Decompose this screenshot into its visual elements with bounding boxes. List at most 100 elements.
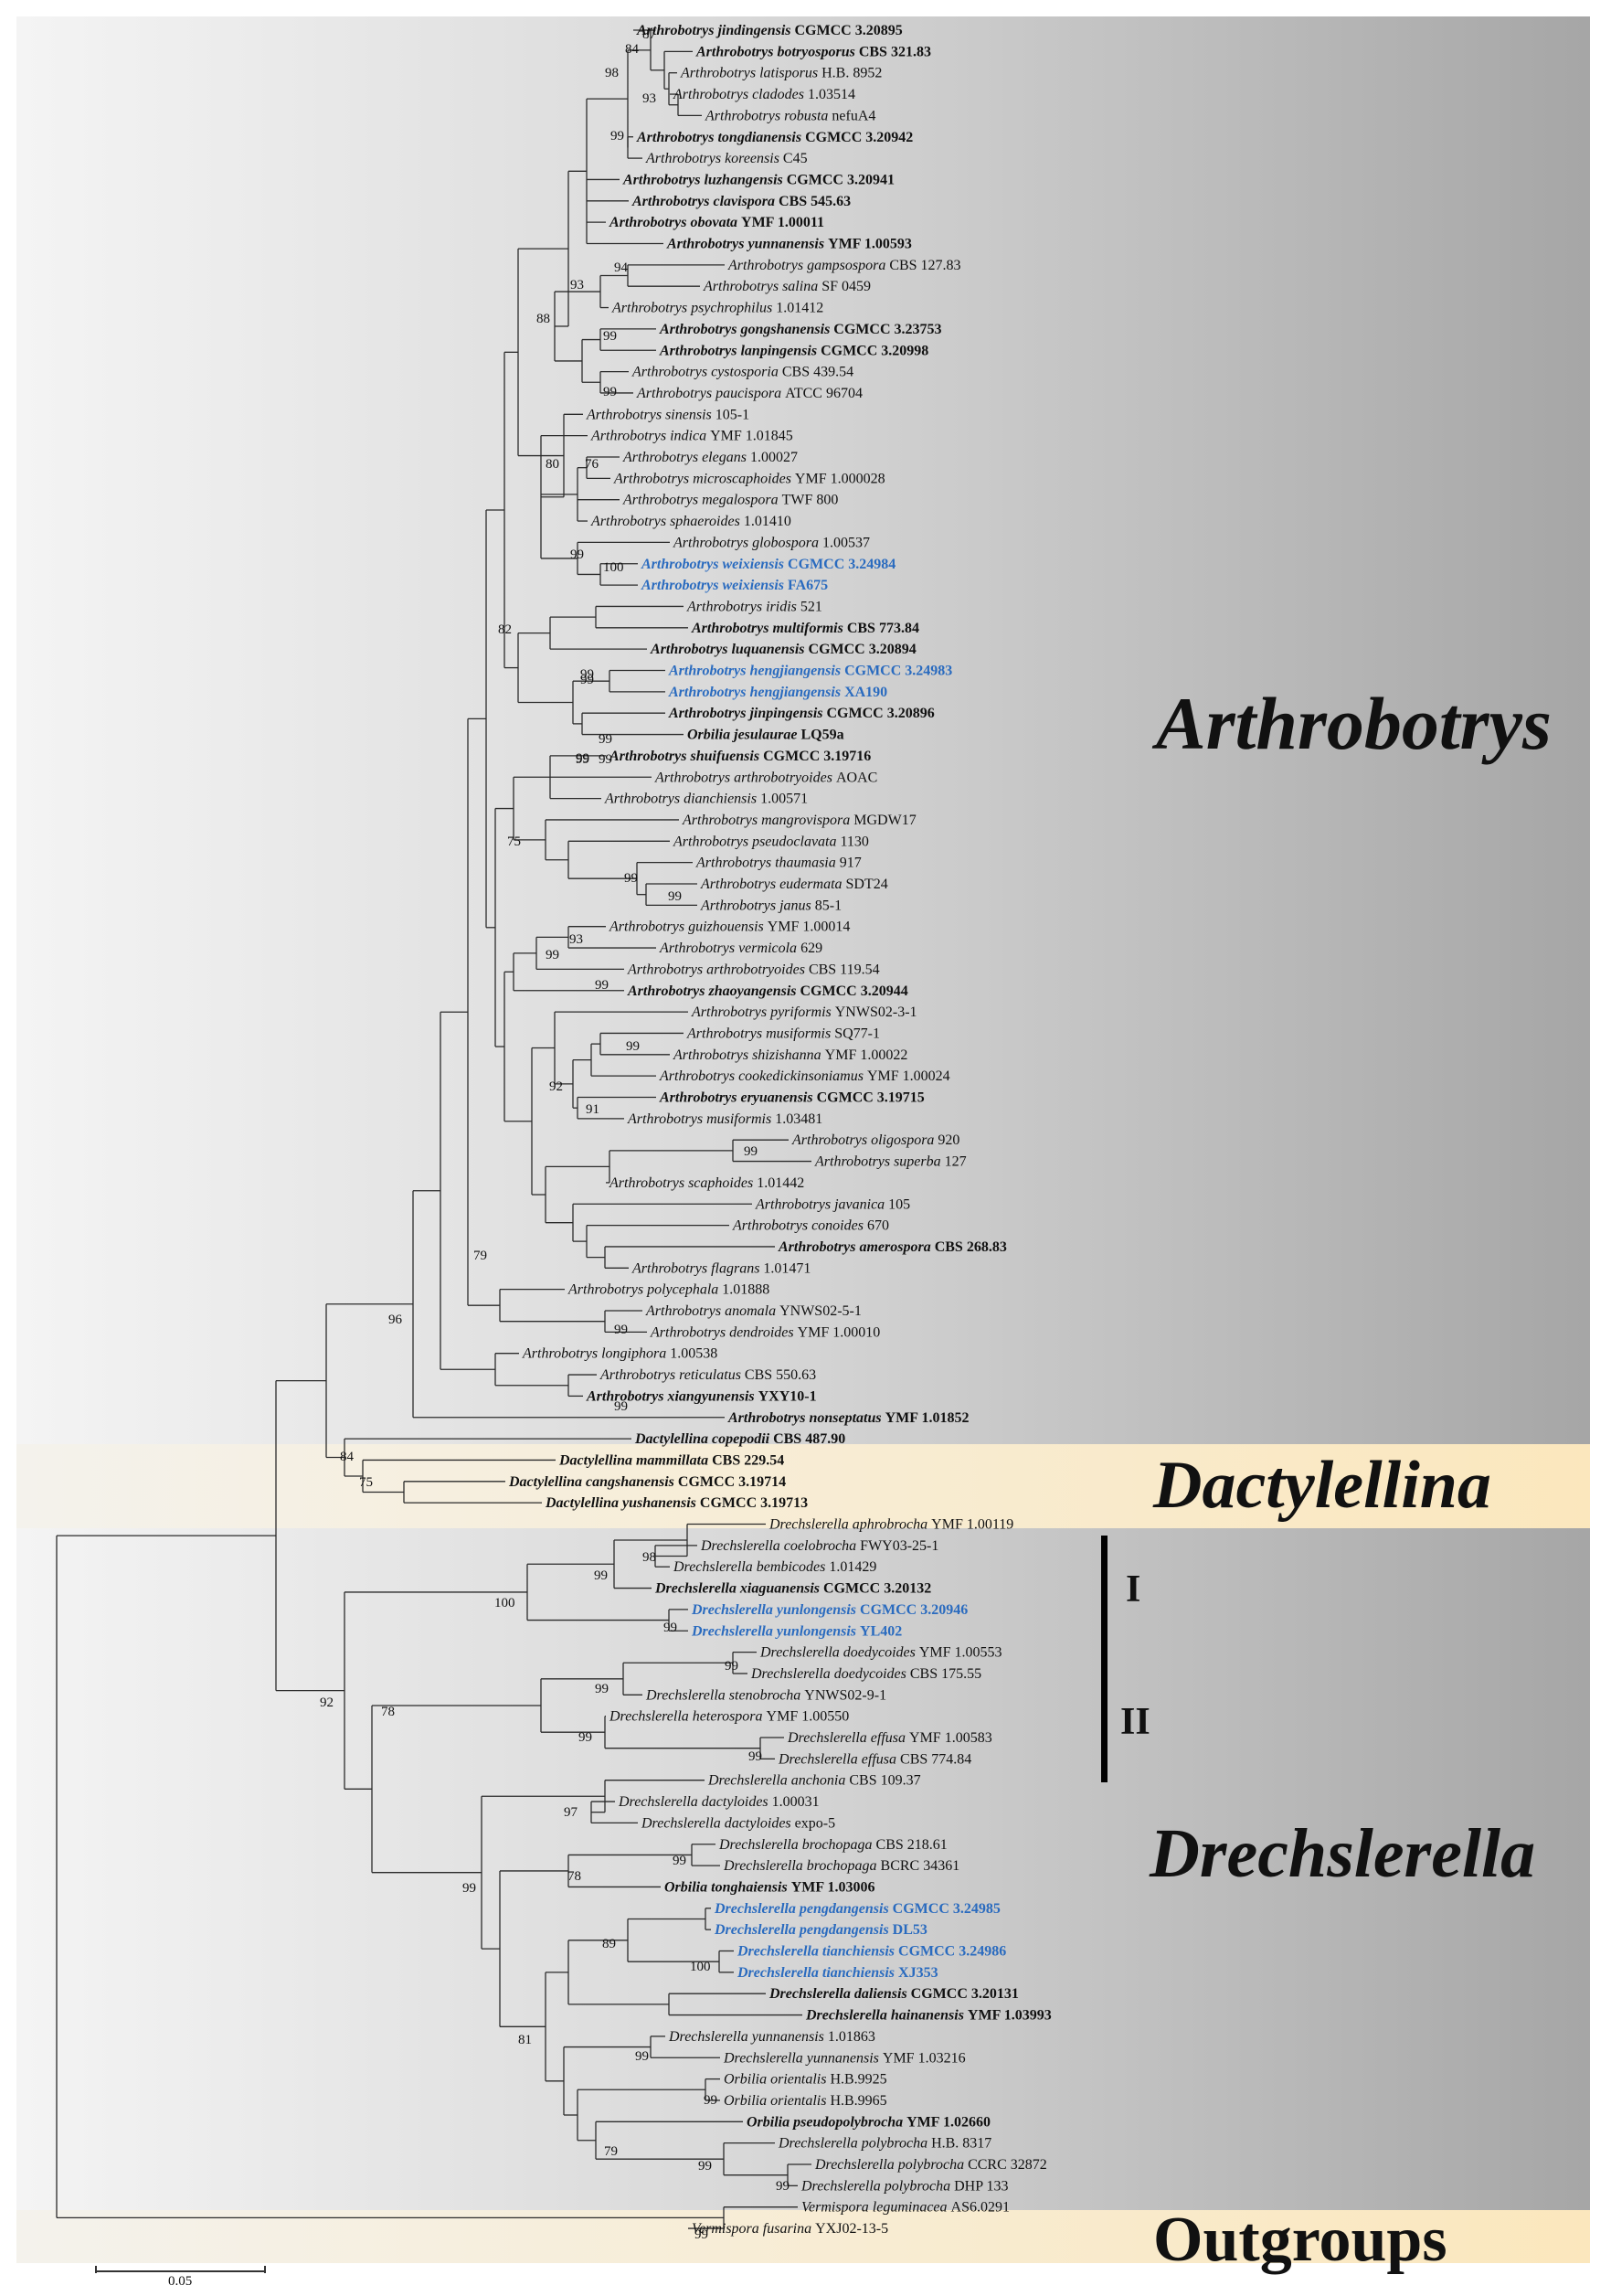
taxon-label: Arthrobotrys arthrobotryoides CBS 119.54 [627, 962, 880, 977]
taxon-strain: 85-1 [815, 898, 842, 913]
taxon-strain: YXJ02-13-5 [815, 2221, 888, 2237]
scale-bar-tick-right [264, 2266, 266, 2273]
taxon-label: Drechslerella brochopaga CBS 218.61 [718, 1837, 948, 1853]
bootstrap-support-value: 99 [748, 1749, 762, 1764]
taxon-species: Arthrobotrys sphaeroides [590, 514, 744, 529]
bootstrap-support-value: 99 [599, 752, 612, 767]
taxon-label: Drechslerella yunlongensis CGMCC 3.20946 [691, 1602, 968, 1618]
taxon-label: Arthrobotrys amerospora CBS 268.83 [778, 1239, 1007, 1255]
bootstrap-support-value: 99 [594, 1568, 608, 1583]
taxon-species: Arthrobotrys conoides [732, 1218, 867, 1234]
taxon-label: Drechslerella effusa CBS 774.84 [778, 1751, 971, 1767]
taxon-strain: YMF 1.00550 [767, 1709, 850, 1725]
taxon-strain: YMF 1.01845 [710, 429, 793, 444]
taxon-strain: CBS 109.37 [849, 1773, 920, 1789]
taxon-strain: ATCC 96704 [785, 386, 863, 401]
bootstrap-support-value: 99 [576, 751, 589, 766]
bootstrap-support-value: 99 [576, 752, 589, 767]
dactylellina-band [16, 1444, 1590, 1528]
bootstrap-support-value: 93 [570, 278, 584, 292]
taxon-label: Arthrobotrys longiphora 1.00538 [522, 1346, 717, 1362]
bootstrap-support-value: 81 [518, 2033, 532, 2047]
bootstrap-support-value: 93 [569, 932, 583, 947]
bootstrap-support-value: 100 [690, 1960, 711, 1974]
bootstrap-support-value: 99 [599, 732, 612, 747]
taxon-label: Arthrobotrys superba 127 [814, 1154, 967, 1170]
taxon-strain: 1.01442 [757, 1175, 804, 1191]
taxon-species: Drechslerella dactyloides [641, 1815, 795, 1831]
taxon-species: Arthrobotrys cookedickinsoniamus [659, 1068, 867, 1084]
taxon-label: Drechslerella coelobrocha FWY03-25-1 [700, 1538, 938, 1554]
bootstrap-support-value: 91 [586, 1102, 599, 1117]
taxon-label: Orbilia tonghaiensis YMF 1.03006 [664, 1879, 875, 1895]
taxon-label: Drechslerella tianchiensis XJ353 [737, 1965, 938, 1981]
taxon-strain: YMF 1.03006 [791, 1879, 875, 1895]
taxon-strain: 920 [938, 1132, 959, 1148]
taxon-strain: CGMCC 3.24985 [893, 1901, 1001, 1917]
taxon-label: Drechslerella doedycoides YMF 1.00553 [759, 1645, 1002, 1661]
taxon-strain: 1.00538 [670, 1346, 717, 1362]
taxon-strain: LQ59a [800, 728, 843, 743]
taxon-strain: XA190 [844, 685, 887, 700]
taxon-strain: BCRC 34361 [881, 1858, 960, 1874]
taxon-strain: C45 [783, 151, 808, 166]
taxon-label: Drechslerella polybrocha DHP 133 [800, 2178, 1009, 2194]
taxon-strain: 629 [800, 941, 822, 956]
taxon-species: Drechslerella brochopaga [723, 1858, 881, 1874]
taxon-species: Arthrobotrys eudermata [700, 877, 846, 892]
taxon-species: Drechslerella polybrocha [800, 2178, 954, 2194]
taxon-strain: H.B. 8952 [821, 66, 882, 81]
taxon-species: Drechslerella anchonia [707, 1773, 849, 1789]
bootstrap-support-value: 99 [725, 1659, 738, 1674]
taxon-strain: CBS 175.55 [910, 1666, 981, 1682]
taxon-label: Arthrobotrys flagrans 1.01471 [631, 1260, 811, 1276]
taxon-species: Drechslerella polybrocha [778, 2136, 931, 2152]
bootstrap-support-value: 93 [642, 91, 656, 106]
taxon-strain: CBS 774.84 [900, 1751, 971, 1767]
taxon-label: Vermispora leguminacea AS6.0291 [801, 2200, 1010, 2216]
bootstrap-support-value: 78 [567, 1869, 581, 1884]
taxon-strain: expo-5 [795, 1815, 835, 1831]
taxon-strain: YMF 1.00010 [798, 1324, 881, 1340]
bootstrap-support-value: 92 [320, 1695, 334, 1710]
taxon-strain: nefuA4 [832, 108, 875, 123]
clade-label-outgroups: Outgroups [1153, 2205, 1447, 2275]
taxon-strain: CBS 545.63 [779, 194, 851, 209]
bootstrap-support-value: 99 [610, 129, 624, 144]
scale-bar-tick-left [95, 2266, 97, 2273]
bootstrap-support-value: 99 [614, 1399, 628, 1414]
clade-label-arthrobotrys: Arthrobotrys [1156, 682, 1552, 765]
taxon-species: Arthrobotrys clavispora [631, 194, 779, 209]
taxon-strain: 1.01863 [828, 2029, 875, 2045]
taxon-label: Arthrobotrys multiformis CBS 773.84 [691, 621, 919, 636]
taxon-strain: YMF 1.02660 [906, 2114, 991, 2130]
taxon-species: Arthrobotrys iridis [686, 599, 800, 614]
taxon-strain: CBS 487.90 [773, 1431, 845, 1447]
taxon-label: Arthrobotrys latisporus H.B. 8952 [680, 66, 882, 81]
clade-label-drechslerella: Drechslerella [1150, 1815, 1536, 1892]
taxon-label: Arthrobotrys gampsospora CBS 127.83 [727, 258, 961, 273]
bootstrap-support-value: 82 [498, 622, 512, 637]
taxon-species: Arthrobotrys yunnanensis [666, 237, 828, 252]
taxon-label: Arthrobotrys iridis 521 [686, 599, 822, 614]
taxon-strain: FA675 [788, 578, 828, 593]
taxon-species: Arthrobotrys musiformis [686, 1026, 834, 1041]
taxon-species: Arthrobotrys weixiensis [641, 578, 788, 593]
bootstrap-support-value: 96 [388, 1313, 403, 1327]
taxon-label: Arthrobotrys globospora 1.00537 [673, 535, 870, 550]
taxon-species: Arthrobotrys cystosporia [631, 365, 782, 380]
group-1-bar [1101, 1536, 1108, 1676]
taxon-strain: CBS 773.84 [847, 621, 919, 636]
taxon-label: Arthrobotrys eudermata SDT24 [700, 877, 888, 892]
taxon-label: Arthrobotrys musiformis 1.03481 [627, 1111, 822, 1127]
taxon-strain: CGMCC 3.20942 [805, 130, 913, 145]
taxon-species: Arthrobotrys luzhangensis [622, 172, 787, 187]
taxon-species: Arthrobotrys eryuanensis [659, 1090, 817, 1106]
taxon-label: Drechslerella dactyloides 1.00031 [618, 1794, 820, 1810]
taxon-label: Dactylellina yushanensis CGMCC 3.19713 [545, 1495, 808, 1511]
taxon-strain: TWF 800 [782, 493, 839, 508]
taxon-strain: YNWS02-3-1 [835, 1004, 917, 1020]
taxon-species: Arthrobotrys oligospora [791, 1132, 938, 1148]
bootstrap-support-value: 99 [578, 1730, 592, 1745]
